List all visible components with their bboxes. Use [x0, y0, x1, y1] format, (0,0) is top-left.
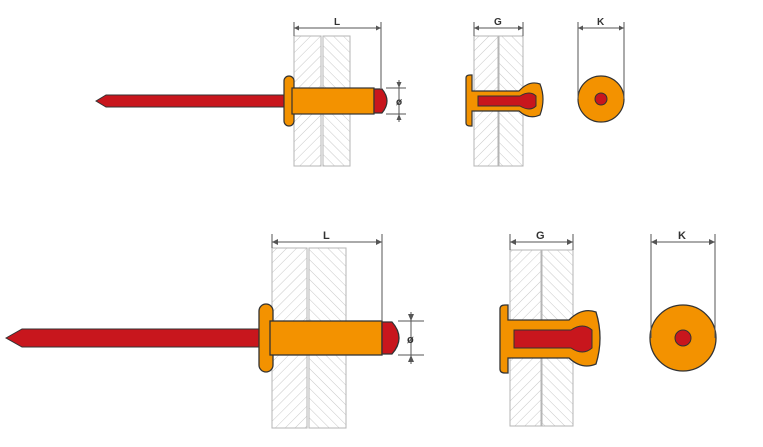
retained-mandrel	[477, 92, 537, 110]
large-rivet-after-setting: G	[499, 230, 601, 427]
diameter-label: ø	[396, 97, 403, 108]
length-label: L	[323, 230, 330, 242]
head-label: K	[597, 17, 605, 28]
small-rivet-after-setting: G	[465, 17, 544, 167]
mandrel-head	[381, 321, 400, 355]
grip-label: G	[536, 230, 545, 242]
large-rivet-head-view: K	[649, 230, 717, 372]
grip-label: G	[494, 17, 502, 28]
mandrel	[95, 94, 291, 108]
rivet-body	[269, 320, 383, 356]
length-label: L	[334, 17, 340, 28]
mandrel-hole	[674, 329, 692, 347]
large-rivet-before-setting: L ø	[4, 230, 424, 429]
mandrel-hole	[594, 92, 608, 106]
rivet-body	[291, 87, 375, 115]
diameter-label: ø	[407, 334, 414, 346]
mandrel-head	[373, 88, 388, 114]
head-label: K	[678, 230, 686, 242]
small-rivet-before-setting: L ø	[95, 17, 406, 167]
small-rivet-head-view: K	[577, 17, 625, 123]
retained-mandrel	[513, 325, 593, 353]
mandrel	[4, 328, 266, 348]
